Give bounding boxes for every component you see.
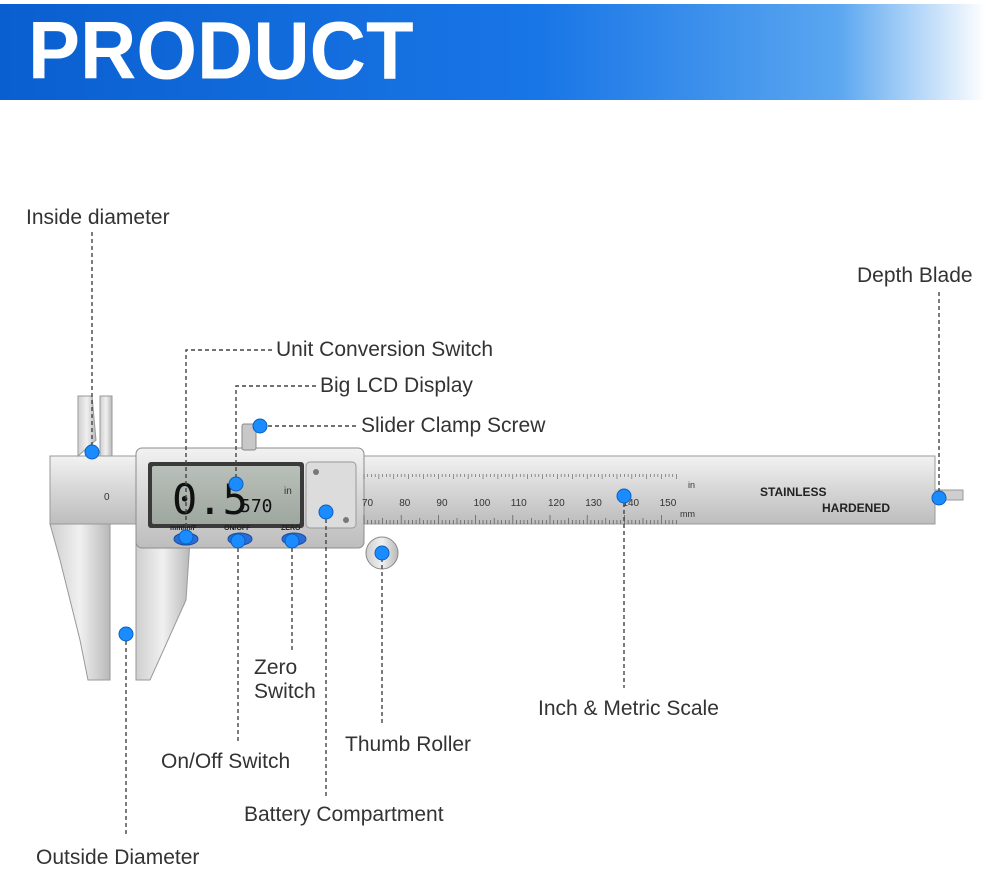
clamp-screw	[241, 423, 257, 451]
page-title: PRODUCT INTRODUCTION	[28, 3, 626, 181]
button-label-zero: ZERO	[281, 525, 301, 532]
dot-scale	[616, 488, 632, 504]
lcd-screen	[152, 466, 300, 524]
label-thumb-roller: Thumb Roller	[345, 733, 472, 756]
scale-unit-mm: mm	[680, 509, 695, 519]
label-outside-diameter: Outside Diameter	[36, 846, 200, 869]
scale-number-120: 120	[548, 498, 565, 509]
dot-zero	[284, 533, 300, 549]
beam-text-hardened: HARDENED	[822, 501, 890, 515]
slider-body	[135, 423, 399, 570]
label-on-off-switch: On/Off Switch	[161, 750, 291, 773]
scale-number-150: 150	[660, 498, 677, 509]
dot-unit-switch	[178, 529, 194, 545]
button-label-onoff: ON/OFF	[224, 525, 251, 532]
dot-lcd	[228, 476, 244, 492]
scale-number-100: 100	[474, 498, 491, 509]
scale-number-70: 70	[362, 498, 374, 509]
label-zero-switch-line2: Switch	[254, 680, 316, 703]
battery-cover	[305, 461, 357, 529]
scale-number-140: 140	[622, 498, 639, 509]
callout-dots	[84, 418, 947, 642]
label-inside-diameter: Inside diameter	[26, 206, 170, 229]
label-inch-metric-scale: Inch & Metric Scale	[538, 697, 719, 720]
sliding-jaw	[135, 539, 191, 681]
label-battery-compartment: Battery Compartment	[244, 803, 444, 826]
dot-clamp-screw	[252, 418, 268, 434]
dot-thumb-roller	[374, 545, 390, 561]
label-zero-switch-line1: Zero	[254, 656, 298, 679]
scale-number-110: 110	[511, 498, 527, 509]
button-label-unit: mm/in/F	[170, 525, 198, 532]
scale-unit-in: in	[688, 480, 695, 490]
leader-lines	[91, 232, 940, 836]
scale-number-130: 130	[585, 498, 602, 509]
metric-scale-numbers: 70 80 90 100 110 120 130 140 150	[362, 498, 677, 509]
dot-onoff	[230, 533, 246, 549]
scale-number-90: 90	[436, 498, 448, 509]
beam-text-stainless: STAINLESS	[760, 485, 826, 499]
dot-battery	[318, 504, 334, 520]
beam-zero-label: 0	[104, 492, 110, 503]
header-banner: PRODUCT INTRODUCTION	[0, 4, 986, 176]
lcd-fraction: 570	[240, 496, 273, 517]
dot-inside-diameter	[84, 444, 100, 460]
label-big-lcd-display: Big LCD Display	[320, 374, 473, 397]
lcd-unit: in	[284, 486, 292, 497]
scale-ticks	[363, 474, 677, 524]
label-depth-blade: Depth Blade	[857, 264, 973, 287]
fixed-jaw	[49, 395, 113, 681]
label-unit-conversion-switch: Unit Conversion Switch	[276, 338, 494, 361]
dot-outside-diameter	[118, 626, 134, 642]
label-slider-clamp-screw: Slider Clamp Screw	[361, 414, 546, 437]
scale-number-80: 80	[399, 498, 411, 509]
dot-depth-blade	[931, 490, 947, 506]
